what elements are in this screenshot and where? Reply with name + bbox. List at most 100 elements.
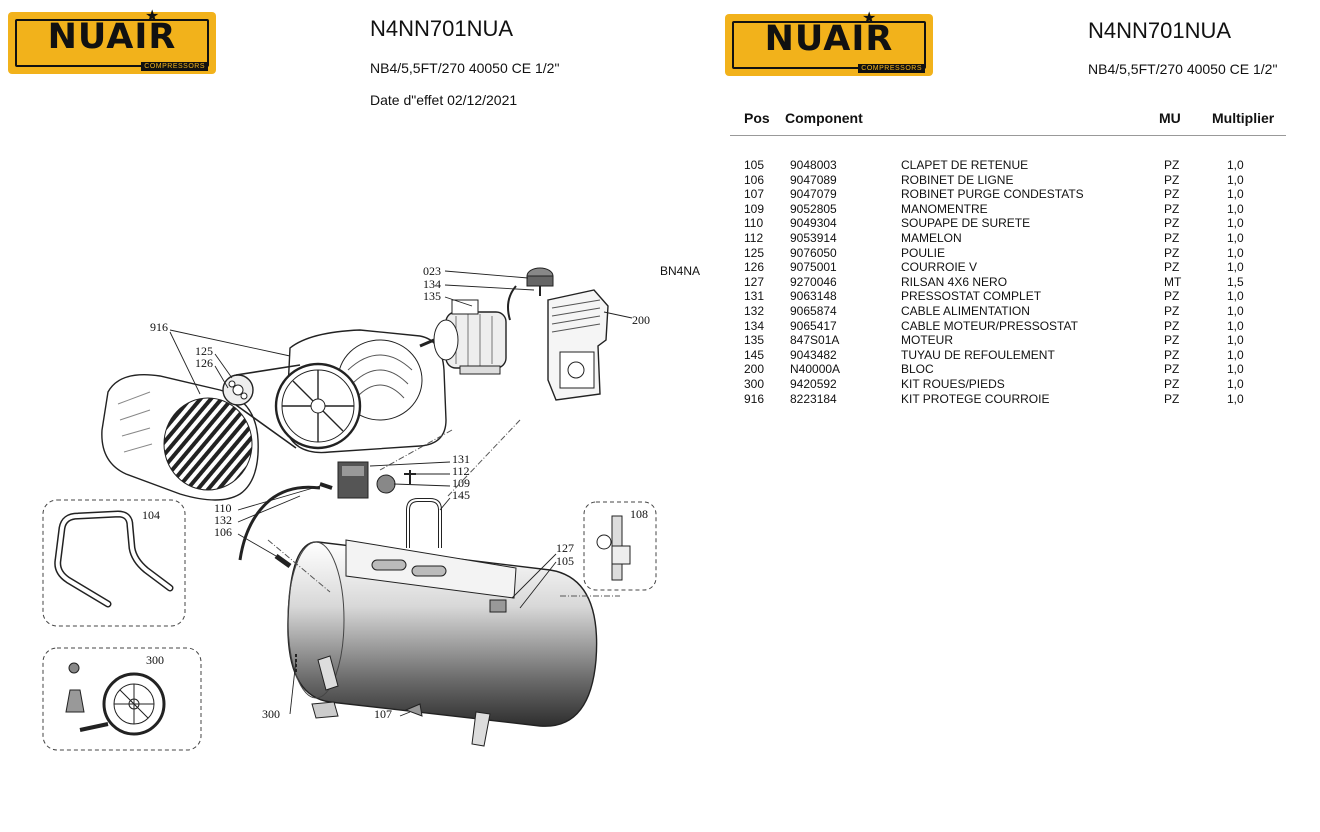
logo-brand: NUAIR bbox=[47, 17, 177, 57]
multiplier-cell: 1,0 bbox=[1227, 318, 1244, 333]
pos-cell: 132 bbox=[744, 303, 765, 318]
multiplier-cell: 1,0 bbox=[1227, 172, 1244, 187]
belt-guard-grille bbox=[163, 397, 253, 491]
manometer-part bbox=[376, 474, 396, 494]
header-component: Component bbox=[785, 110, 863, 126]
mu-cell: PZ bbox=[1164, 303, 1180, 318]
callout-145: 145 bbox=[452, 488, 470, 502]
description-cell: ROBINET PURGE CONDESTATS bbox=[901, 187, 1084, 202]
motor-cable bbox=[507, 285, 517, 321]
description-cell: CLAPET DE RETENUE bbox=[901, 158, 1029, 172]
callout-023: 023 bbox=[423, 264, 441, 278]
description-cell: CABLE MOTEUR/PRESSOSTAT bbox=[901, 318, 1078, 333]
header-pos: Pos bbox=[744, 110, 770, 126]
callout-107: 107 bbox=[374, 707, 392, 721]
pos-cell: 131 bbox=[744, 289, 765, 304]
description-cell: KIT ROUES/PIEDS bbox=[901, 376, 1005, 391]
model-line-right: NB4/5,5FT/270 40050 CE 1/2" bbox=[1088, 61, 1278, 77]
callout-300-foot: 300 bbox=[262, 707, 280, 721]
component-code-cell: 9053914 bbox=[790, 230, 837, 245]
description-cell: CABLE ALIMENTATION bbox=[901, 303, 1030, 318]
pos-cell: 916 bbox=[744, 391, 765, 406]
effective-date: Date d"effet 02/12/2021 bbox=[370, 92, 518, 108]
callout-108: 108 bbox=[630, 507, 648, 521]
pos-cell: 109 bbox=[744, 201, 765, 216]
callout-109: 109 bbox=[452, 476, 470, 490]
component-code-cell: 9065417 bbox=[790, 318, 837, 333]
description-cell: POULIE bbox=[901, 245, 946, 260]
pos-cell: 134 bbox=[744, 318, 765, 333]
component-code-cell: 9063148 bbox=[790, 289, 837, 304]
pos-cell: 107 bbox=[744, 187, 765, 202]
callout-125: 125 bbox=[195, 344, 213, 358]
component-code-cell: 9047089 bbox=[790, 172, 837, 187]
nuair-logo: ★ NUAIR COMPRESSORS bbox=[8, 9, 216, 74]
description-cell: KIT PROTEGE COURROIE bbox=[901, 391, 1050, 406]
callout-132: 132 bbox=[214, 513, 232, 527]
component-code-cell: 8223184 bbox=[790, 391, 837, 406]
callout-916: 916 bbox=[150, 320, 168, 334]
logo-tagline: COMPRESSORS bbox=[141, 62, 208, 71]
description-cell: PRESSOSTAT COMPLET bbox=[901, 289, 1042, 304]
callout-104: 104 bbox=[142, 508, 160, 522]
multiplier-cell: 1,5 bbox=[1227, 274, 1244, 289]
component-code-cell: 9075001 bbox=[790, 260, 837, 275]
handle-part bbox=[54, 510, 174, 608]
mu-cell: PZ bbox=[1164, 245, 1180, 260]
description-cell: TUYAU DE REFOULEMENT bbox=[901, 347, 1055, 362]
logo-tagline: COMPRESSORS bbox=[858, 64, 925, 73]
multiplier-cell: 1,0 bbox=[1227, 245, 1244, 260]
mu-cell: PZ bbox=[1164, 347, 1180, 362]
callout-134: 134 bbox=[423, 277, 441, 291]
header-divider bbox=[730, 135, 1286, 136]
callout-112: 112 bbox=[452, 464, 470, 478]
description-cell: MOTEUR bbox=[901, 333, 953, 348]
logo-frame bbox=[15, 19, 209, 67]
pos-cell: 300 bbox=[744, 376, 765, 391]
component-code-cell: 9270046 bbox=[790, 274, 837, 289]
page-title-right: N4NN701NUA bbox=[1088, 18, 1232, 43]
pos-cell: 145 bbox=[744, 347, 765, 362]
header-multiplier: Multiplier bbox=[1212, 110, 1275, 126]
callout-300-wheel: 300 bbox=[146, 653, 164, 667]
belt-part bbox=[235, 364, 301, 449]
line-valve-part bbox=[274, 553, 292, 569]
mu-cell: PZ bbox=[1164, 362, 1180, 377]
mu-cell: PZ bbox=[1164, 289, 1180, 304]
mu-cell: PZ bbox=[1164, 216, 1180, 231]
component-code-cell: 9052805 bbox=[790, 201, 837, 216]
description-cell: RILSAN 4X6 NERO bbox=[901, 274, 1008, 289]
tank-foot bbox=[471, 711, 491, 747]
multiplier-cell: 1,0 bbox=[1227, 187, 1244, 202]
wheel-detail-box bbox=[42, 647, 202, 751]
foot-part bbox=[311, 701, 339, 719]
pos-cell: 112 bbox=[744, 230, 764, 245]
mu-cell: PZ bbox=[1164, 333, 1180, 348]
multiplier-cell: 1,0 bbox=[1227, 158, 1244, 172]
page-title: N4NN701NUA bbox=[370, 16, 514, 41]
component-code-cell: 847S01A bbox=[790, 333, 840, 348]
callout-106: 106 bbox=[214, 525, 232, 539]
multiplier-cell: 1,0 bbox=[1227, 376, 1244, 391]
callout-127: 127 bbox=[556, 541, 574, 555]
mu-cell: MT bbox=[1164, 274, 1182, 289]
mu-cell: PZ bbox=[1164, 172, 1180, 187]
description-cell: BLOC bbox=[901, 362, 934, 377]
description-cell: SOUPAPE DE SURETE bbox=[901, 216, 1031, 231]
header-mu: MU bbox=[1159, 110, 1181, 126]
component-code-cell: 9420592 bbox=[790, 376, 837, 391]
callout-200: 200 bbox=[632, 313, 650, 327]
star-icon: ★ bbox=[862, 10, 877, 27]
mu-cell: PZ bbox=[1164, 187, 1180, 202]
description-cell: MANOMENTRE bbox=[901, 201, 988, 216]
mu-cell: PZ bbox=[1164, 391, 1180, 406]
